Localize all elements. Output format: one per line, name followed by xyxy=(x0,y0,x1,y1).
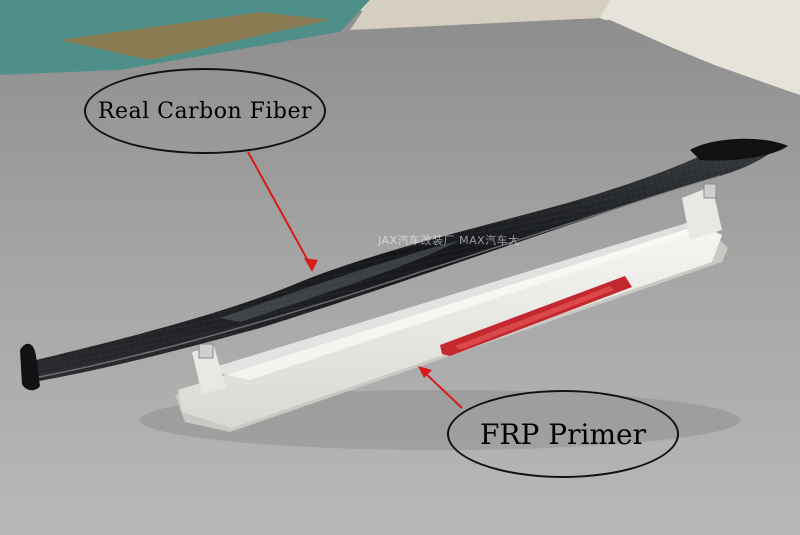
frp-primer-callout: FRP Primer xyxy=(447,390,679,478)
floor-tile-light xyxy=(350,0,610,30)
frp-base xyxy=(178,225,722,428)
left-endcap xyxy=(20,343,40,391)
wing-gloss xyxy=(220,240,460,322)
right-pillar xyxy=(682,186,722,240)
watermark-text: JAX汽车改装厂 MAX汽车大 xyxy=(378,234,520,247)
right-endcap xyxy=(690,138,788,161)
brake-light-highlight xyxy=(455,286,614,350)
carbon-arrow-head xyxy=(304,258,318,272)
left-pillar-bolt xyxy=(198,343,214,359)
wing-edge-highlight xyxy=(33,175,721,379)
carbon-arrow-line xyxy=(247,151,313,269)
floor-tile-pattern xyxy=(60,12,330,60)
frp-arrow-line xyxy=(423,371,463,409)
carbon-fiber-callout: Real Carbon Fiber xyxy=(84,68,326,154)
carbon-weave xyxy=(28,146,780,382)
frp-arrow-head xyxy=(418,366,432,378)
right-pillar-bolt xyxy=(703,183,717,199)
frp-base-top-face xyxy=(205,222,700,380)
